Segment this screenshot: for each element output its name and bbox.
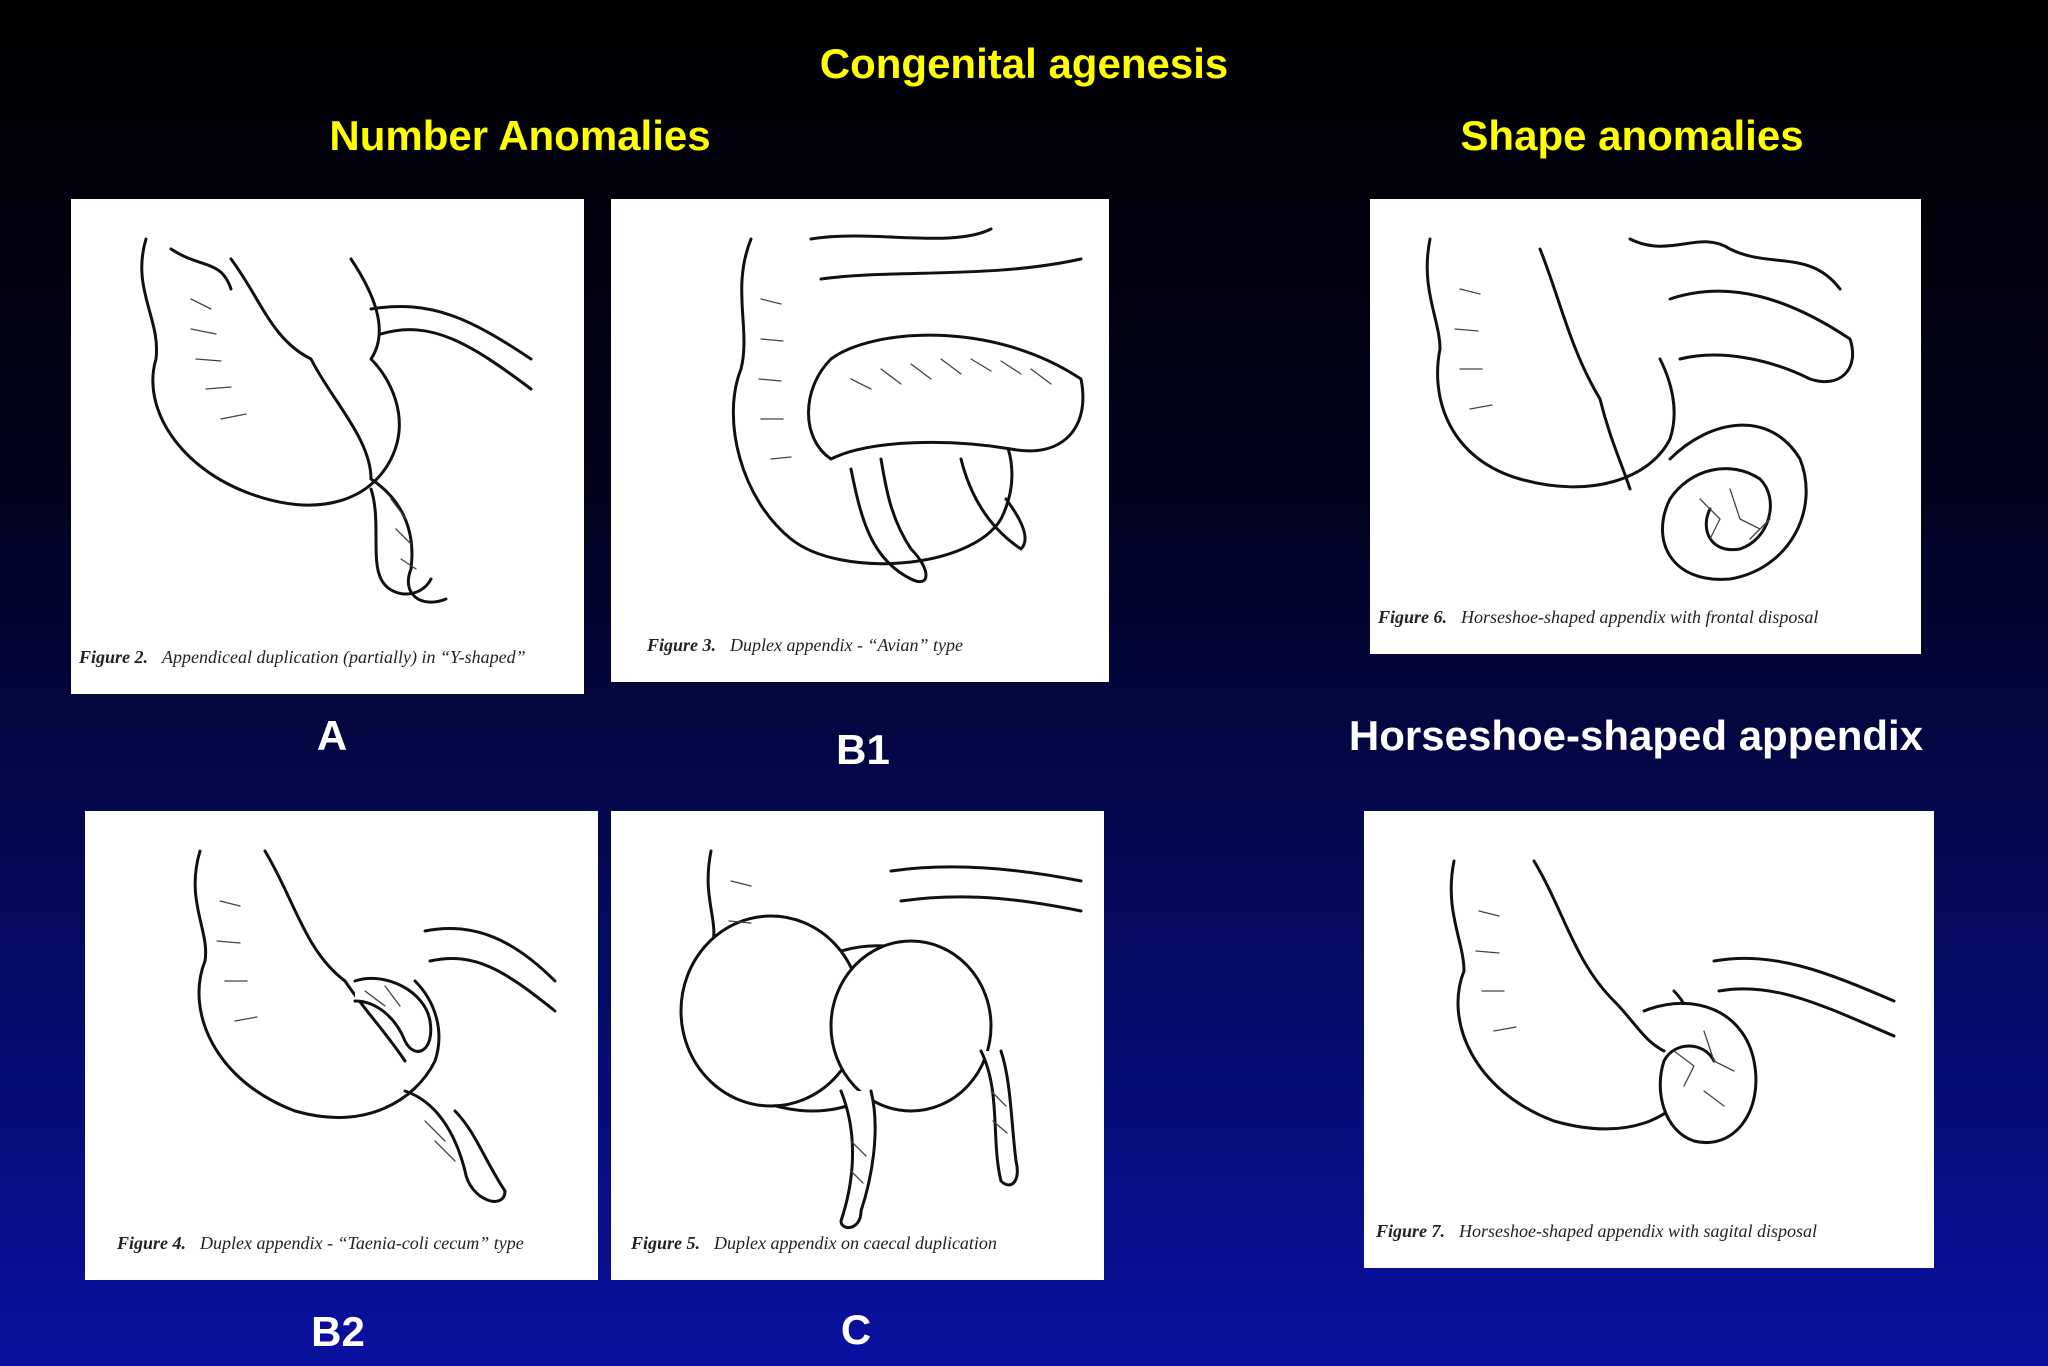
figure-7-number: Figure 7. <box>1376 1221 1446 1241</box>
figure-6-image: Figure 6. Horseshoe-shaped appendix with … <box>1370 199 1921 654</box>
section-heading-number-anomalies: Number Anomalies <box>329 112 711 159</box>
figure-2-text: Appendiceal duplication (partially) in “… <box>162 647 526 667</box>
figure-4-image: Figure 4. Duplex appendix - “Taenia-coli … <box>85 811 598 1280</box>
figure-2-image: Figure 2. Appendiceal duplication (partia… <box>71 199 584 694</box>
cecum-illustration <box>140 237 533 604</box>
label-b1: B1 <box>836 726 890 773</box>
figure-5-text: Duplex appendix on caecal duplication <box>714 1233 997 1253</box>
label-horseshoe-shaped-appendix: Horseshoe-shaped appendix <box>1348 712 1924 759</box>
figure-2-number: Figure 2. <box>79 647 149 667</box>
figure-5-image: Figure 5. Duplex appendix on caecal dupli… <box>611 811 1104 1280</box>
cecum-illustration <box>679 849 1083 1230</box>
label-c: C <box>840 1306 872 1353</box>
label-a: A <box>316 712 348 759</box>
figure-5-number: Figure 5. <box>631 1233 701 1253</box>
figure-5-caption: Figure 5. Duplex appendix on caecal dupli… <box>611 1233 1104 1254</box>
figure-4-number: Figure 4. <box>117 1233 187 1253</box>
figure-3-caption: Figure 3. Duplex appendix - “Avian” type <box>611 635 1109 656</box>
slide-title: Congenital agenesis <box>819 40 1229 87</box>
section-heading-shape-anomalies: Shape anomalies <box>1460 112 1804 159</box>
figure-3-number: Figure 3. <box>647 635 717 655</box>
figure-6-text: Horseshoe-shaped appendix with frontal d… <box>1461 607 1819 627</box>
figure-7-caption: Figure 7. Horseshoe-shaped appendix with … <box>1364 1221 1934 1242</box>
figure-3-image: Figure 3. Duplex appendix - “Avian” type <box>611 199 1109 682</box>
cecum-illustration <box>1449 859 1896 1144</box>
figure-2-caption: Figure 2. Appendiceal duplication (partia… <box>71 647 584 668</box>
label-b2: B2 <box>311 1308 365 1355</box>
figure-3-text: Duplex appendix - “Avian” type <box>730 635 963 655</box>
cecum-illustration <box>193 849 557 1203</box>
figure-6-number: Figure 6. <box>1378 607 1448 627</box>
figure-4-caption: Figure 4. Duplex appendix - “Taenia-coli … <box>85 1233 598 1254</box>
figure-7-image: Figure 7. Horseshoe-shaped appendix with … <box>1364 811 1934 1268</box>
figure-4-text: Duplex appendix - “Taenia-coli cecum” ty… <box>200 1233 524 1253</box>
figure-7-text: Horseshoe-shaped appendix with sagital d… <box>1459 1221 1818 1241</box>
cecum-illustration <box>731 227 1085 584</box>
figure-6-caption: Figure 6. Horseshoe-shaped appendix with … <box>1370 607 1921 628</box>
cecum-illustration <box>1425 237 1855 581</box>
